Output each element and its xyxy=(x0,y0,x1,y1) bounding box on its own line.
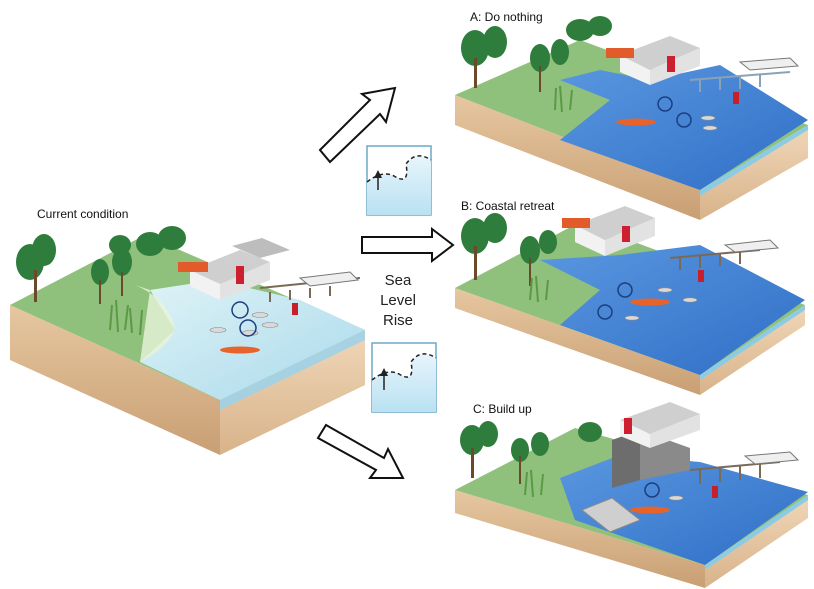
scenario-b-label: B: Coastal retreat xyxy=(461,199,555,213)
arrow-to-b xyxy=(361,226,455,264)
current-soil-right xyxy=(220,330,365,455)
current-water xyxy=(140,280,365,400)
current-building xyxy=(178,238,290,300)
current-condition-label: Current condition xyxy=(37,207,129,221)
sea-level-rise-line1: Sea xyxy=(384,272,412,289)
arrow-to-a xyxy=(318,86,397,164)
wave-icon-lower xyxy=(371,342,437,413)
arrow-to-c xyxy=(316,423,405,479)
sea-level-rise-line2: Level xyxy=(380,292,416,309)
current-soil-left xyxy=(10,305,220,455)
scenario-a-block xyxy=(455,16,808,220)
current-condition-block xyxy=(10,226,365,455)
sea-level-rise-text: Sea Level Rise xyxy=(366,271,430,331)
scenario-b-block xyxy=(455,206,805,395)
sea-level-rise-line3: Rise xyxy=(382,312,413,329)
scenario-b-water xyxy=(540,245,805,375)
wave-icon-upper xyxy=(366,145,432,216)
scenario-c-seawall xyxy=(612,430,640,488)
scenario-c-block xyxy=(455,402,808,588)
scenario-c-label: C: Build up xyxy=(473,402,532,416)
scenario-a-label: A: Do nothing xyxy=(470,10,543,24)
arrows xyxy=(316,86,455,479)
